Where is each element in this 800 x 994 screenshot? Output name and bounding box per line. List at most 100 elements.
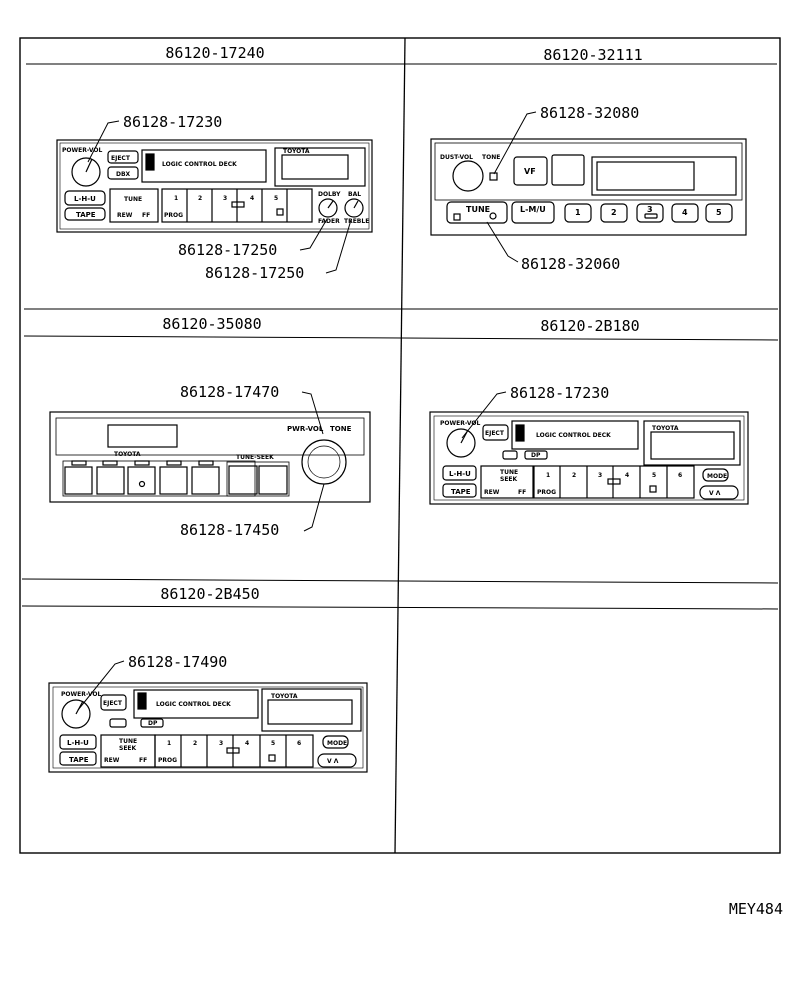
label-ff: FF [142, 212, 150, 219]
label-logic-deck: LOGIC CONTROL DECK [162, 161, 237, 168]
label-dp: DP [148, 720, 158, 727]
label-eject: EJECT [111, 155, 131, 162]
label-prog: PROG [158, 757, 177, 764]
label-preset-5: 5 [652, 472, 656, 479]
radio-unit-5-labels: POWER-VOL EJECT LOGIC CONTROL DECK TOYOT… [61, 691, 347, 765]
panel-header-2: 86120-32111 [543, 46, 642, 64]
table-grid [19, 37, 781, 854]
radio-unit-4 [429, 411, 749, 505]
label-treble: TREBLE [344, 218, 369, 225]
label-tone: TONE [330, 425, 352, 433]
label-preset-6: 6 [297, 740, 301, 747]
label-toyota: TOYOTA [283, 148, 310, 155]
label-ff: FF [139, 757, 147, 764]
label-down-up: V Λ [327, 758, 339, 765]
label-bal: BAL [348, 191, 361, 198]
callout-part-number: 86128-17250 [205, 264, 304, 282]
label-preset-2: 2 [198, 195, 202, 202]
label-preset-2: 2 [572, 472, 576, 479]
radio-unit-3-labels: PWR-VOL TONE TUNE-SEEK TOYOTA [114, 425, 352, 461]
label-preset-1: 1 [174, 195, 178, 202]
label-preset-4: 4 [250, 195, 254, 202]
label-preset-4: 4 [625, 472, 629, 479]
label-preset-4: 4 [245, 740, 249, 747]
label-preset-3: 3 [219, 740, 223, 747]
callouts-1: 86128-17230 86128-17250 86128-17250 [87, 113, 352, 282]
label-preset-2: 2 [193, 740, 197, 747]
label-tape: TAPE [451, 488, 471, 496]
callout-part-number: 86128-17230 [123, 113, 222, 131]
panel-header-4: 86120-2B180 [540, 317, 639, 335]
radio-unit-2 [430, 138, 747, 236]
callout-part-number: 86128-17490 [128, 653, 227, 671]
label-preset-2: 2 [611, 208, 617, 217]
label-vf: VF [524, 167, 536, 176]
label-power-vol: POWER-VOL [62, 147, 103, 154]
label-ff: FF [518, 489, 526, 496]
label-mode: MODE [327, 740, 347, 747]
callout-part-number: 86128-17470 [180, 383, 279, 401]
label-mode: MODE [707, 473, 727, 480]
label-seek: SEEK [500, 476, 518, 483]
label-lmu: L-M/U [520, 205, 546, 214]
label-tape: TAPE [76, 211, 96, 219]
label-dbx: DBX [116, 171, 131, 178]
label-toyota: TOYOTA [114, 451, 141, 458]
label-fader: FADER [318, 218, 340, 225]
label-preset-3: 3 [647, 205, 653, 214]
callout-part-number: 86128-17250 [178, 241, 277, 259]
label-rew: REW [484, 489, 500, 496]
radio-unit-3 [49, 411, 371, 503]
callouts-4: 86128-17230 [461, 384, 609, 439]
label-eject: EJECT [103, 700, 123, 707]
label-tune-seek: TUNE-SEEK [236, 454, 274, 461]
label-preset-3: 3 [223, 195, 227, 202]
radio-unit-4-labels: POWER-VOL EJECT LOGIC CONTROL DECK TOYOT… [440, 420, 727, 497]
label-tape: TAPE [69, 756, 89, 764]
label-preset-1: 1 [546, 472, 550, 479]
label-preset-1: 1 [167, 740, 171, 747]
label-preset-5: 5 [271, 740, 275, 747]
label-power-vol: POWER-VOL [440, 420, 481, 427]
callouts-5: 86128-17490 [77, 653, 227, 711]
label-lhu: L-H-U [449, 470, 471, 478]
label-tune: TUNE [119, 738, 137, 745]
label-rew: REW [117, 212, 133, 219]
label-prog: PROG [537, 489, 556, 496]
callouts-3: 86128-17470 86128-17450 [180, 383, 325, 539]
label-logic-deck: LOGIC CONTROL DECK [156, 701, 231, 708]
label-tune: TUNE [466, 205, 490, 214]
label-preset-3: 3 [598, 472, 602, 479]
label-tone: TONE [482, 154, 500, 161]
label-dp: DP [531, 452, 541, 459]
label-preset-4: 4 [682, 208, 688, 217]
label-down-up: V Λ [709, 490, 721, 497]
radio-unit-1-labels: POWER-VOL EJECT DBX LOGIC CONTROL DECK T… [62, 147, 369, 225]
callouts-2: 86128-32080 86128-32060 [486, 104, 639, 273]
label-eject: EJECT [485, 430, 505, 437]
label-toyota: TOYOTA [652, 425, 679, 432]
radio-unit-1 [56, 139, 373, 233]
figure-code: MEY484 [729, 900, 783, 918]
label-seek: SEEK [119, 745, 137, 752]
label-lhu: L-H-U [74, 195, 96, 203]
label-tune: TUNE [500, 469, 518, 476]
label-preset-6: 6 [678, 472, 682, 479]
label-preset-1: 1 [575, 208, 581, 217]
label-pwr-vol: PWR-VOL [287, 425, 324, 433]
radio-unit-5 [48, 682, 368, 773]
panel-header-3: 86120-35080 [162, 315, 261, 333]
label-lhu: L-H-U [67, 739, 89, 747]
label-preset-5: 5 [274, 195, 278, 202]
label-toyota: TOYOTA [271, 693, 298, 700]
panel-header-1: 86120-17240 [165, 44, 264, 62]
label-dolby: DOLBY [318, 191, 341, 198]
label-preset-5: 5 [716, 208, 722, 217]
label-rew: REW [104, 757, 120, 764]
callout-part-number: 86128-17230 [510, 384, 609, 402]
callout-part-number: 86128-32060 [521, 255, 620, 273]
label-logic-deck: LOGIC CONTROL DECK [536, 432, 611, 439]
callout-part-number: 86128-17450 [180, 521, 279, 539]
label-dust-vol: DUST-VOL [440, 154, 473, 161]
